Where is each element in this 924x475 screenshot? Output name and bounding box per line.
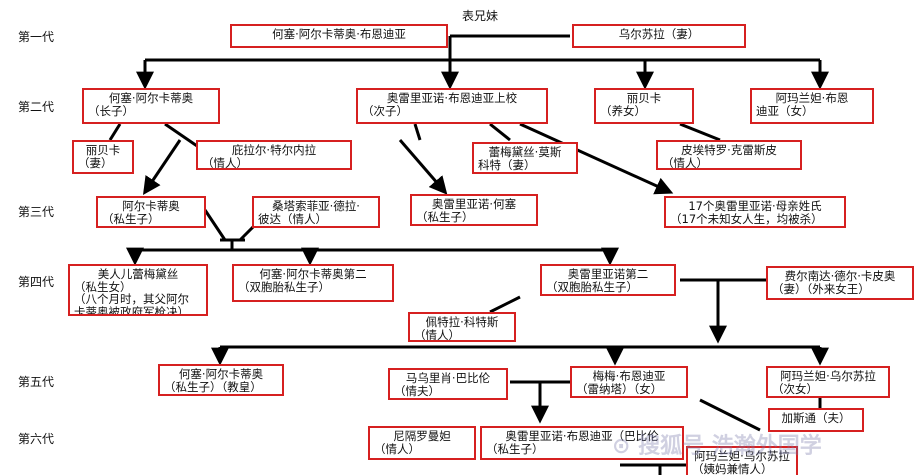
node-amaranta: 阿玛兰妲·布恩 迪亚（女） (750, 88, 874, 124)
node-aureliano-colonel: 奥雷里亚诺·布恩迪亚上校 （次子） (356, 88, 548, 124)
generation-label-6: 第六代 (18, 432, 55, 446)
watermark-text: ⊙ 搜狐号 浩瀚外国学 (612, 434, 822, 459)
node-pietro-crespi: 皮埃特罗·克雷斯皮 （情人） (656, 140, 802, 170)
node-aureliano-babilonia: 奥雷里亚诺·布恩迪亚（巴比伦 （私生子） (480, 426, 684, 460)
node-petra-cotes: 佩特拉·科特斯 （情人） (408, 312, 516, 342)
diagram-title: 表兄妹 (462, 9, 499, 23)
generation-label-3: 第三代 (18, 205, 55, 219)
node-jose-arcadio-segundo: 何塞·阿尔卡蒂奥第二 （双胞胎私生子） (232, 264, 394, 302)
node-pilar-ternera: 庇拉尔·特尔内拉 （情人） (196, 140, 352, 170)
node-amaranta-ursula: 阿玛兰妲·乌尔苏拉 （次女） (766, 366, 890, 398)
node-remedios-moscote: 蕾梅黛丝·莫斯 科特（妻） (472, 142, 578, 174)
generation-label-5: 第五代 (18, 375, 55, 389)
node-jose-arcadio-pope: 何塞·阿尔卡蒂奥 （私生子）（教皇） (158, 364, 284, 396)
node-mauricio-babilonia: 马乌里肖·巴比伦 （情夫） (388, 368, 508, 400)
node-ursula: 乌尔苏拉（妻） (572, 24, 746, 48)
node-amaranta-ursula-lover: 阿玛兰妲·乌尔苏拉 （姨妈兼情人） (686, 446, 798, 475)
node-aureliano-segundo: 奥雷里亚诺第二 （双胞胎私生子） (540, 264, 676, 296)
node-nigromanta: 尼隔罗曼妲 （情人） (368, 426, 476, 460)
node-jose-arcadio-buendia: 何塞·阿尔卡蒂奥·布恩迪亚 (230, 24, 448, 48)
generation-label-2: 第二代 (18, 100, 55, 114)
node-arcadio: 阿尔卡蒂奥 （私生子） (96, 196, 206, 228)
node-santa-sofia: 桑塔索菲亚·德拉· 彼达（情人） (252, 196, 380, 228)
node-fernanda: 费尔南达·德尔·卡皮奥 （妻）（外来女王） (766, 266, 914, 300)
node-rebeca-wife: 丽贝卡 （妻） (72, 140, 134, 174)
node-seventeen-aurelianos: 17个奥雷里亚诺·母亲姓氏 （17个未知女人生，均被杀） (664, 196, 846, 228)
node-jose-arcadio: 何塞·阿尔卡蒂奥 （长子） (82, 88, 220, 124)
node-gaston: 加斯通（夫） (768, 408, 864, 432)
generation-label-1: 第一代 (18, 30, 55, 44)
node-aureliano-jose: 奥雷里亚诺·何塞 （私生子） (410, 194, 538, 226)
node-rebeca-adopted: 丽贝卡 （养女） (594, 88, 694, 124)
generation-label-4: 第四代 (18, 275, 55, 289)
node-meme: 梅梅·布恩迪亚 （雷纳塔）（女） (570, 366, 688, 398)
node-remedios-beauty: 美人儿蕾梅黛丝 （私生女） （八个月时，其父阿尔 卡蒂奥被政府军枪决） (68, 264, 208, 316)
